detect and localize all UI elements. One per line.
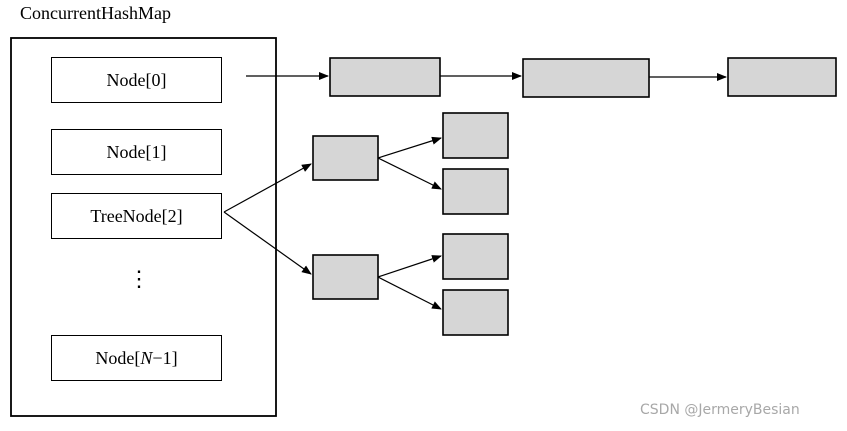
list-node-1 (329, 57, 441, 97)
arrow-upper-to-leaf2 (377, 157, 442, 190)
list-node-3 (727, 57, 837, 97)
last-node-prefix: Node[ (95, 347, 141, 368)
bucket-node-last-label: Node[N−1] (95, 348, 177, 369)
diagram-title: ConcurrentHashMap (20, 3, 171, 23)
tree-leaf-4 (442, 289, 509, 336)
arrow-tree-root-to-lower (223, 211, 312, 275)
bucket-treenode-2: TreeNode[2] (51, 193, 222, 239)
tree-node-lower (312, 254, 379, 300)
bucket-node-last: Node[N−1] (51, 335, 222, 381)
last-node-italic: N (140, 347, 153, 368)
arrow-upper-to-leaf1 (377, 136, 442, 159)
bucket-node-0-label: Node[0] (106, 69, 167, 90)
tree-node-upper (312, 135, 379, 181)
bucket-treenode-2-label: TreeNode[2] (90, 205, 183, 226)
bucket-node-1-label: Node[1] (106, 141, 167, 162)
tree-leaf-3 (442, 233, 509, 280)
arrow-lower-to-leaf3 (377, 255, 442, 278)
arrow-tree-root-to-upper (223, 163, 312, 213)
tree-leaf-2 (442, 168, 509, 215)
ellipsis-vertical: ⋮ (128, 266, 150, 291)
list-node-2 (522, 58, 650, 98)
arrow-lower-to-leaf4 (377, 276, 442, 310)
last-node-suffix: −1] (152, 347, 178, 368)
bucket-node-0: Node[0] (51, 57, 222, 103)
tree-leaf-1 (442, 112, 509, 159)
bucket-node-1: Node[1] (51, 129, 222, 175)
watermark-text: CSDN @JermeryBesian (640, 402, 800, 418)
